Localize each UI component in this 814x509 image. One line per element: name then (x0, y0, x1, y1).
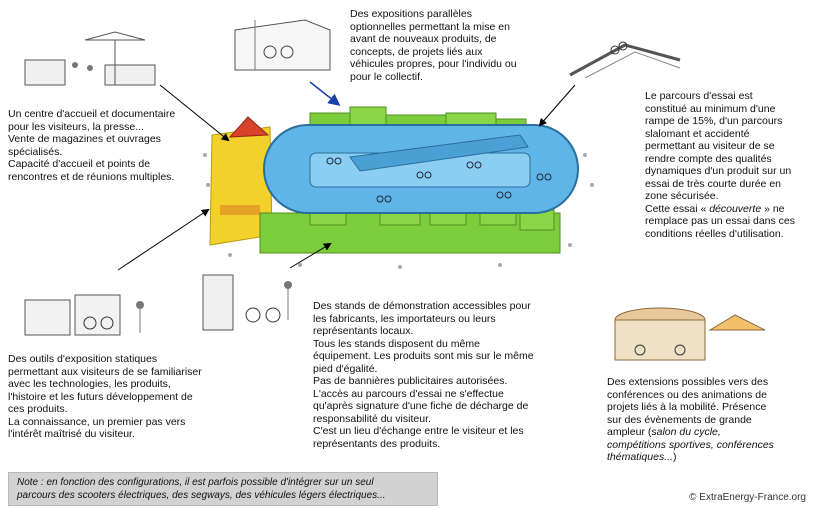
expo-sketch (234, 19, 331, 71)
arrow-tools (117, 208, 210, 271)
extensions-text-post: ) (672, 451, 677, 463)
track-text-extra-em: découverte (709, 202, 762, 215)
reception-text: Un centre d'accueil et documentaire pour… (8, 108, 176, 183)
reception-desk (220, 205, 260, 215)
arrow-stands (289, 242, 332, 269)
exhibition-plan-illustration (203, 106, 594, 269)
extensions-text-em: salon du cycle, compétitions sportives, … (607, 426, 774, 463)
conference-tent-sketch (614, 307, 766, 361)
arrow-ramp (538, 84, 576, 127)
crowd (203, 153, 594, 269)
copyright: © ExtraEnergy-France.org (689, 492, 806, 503)
extensions-text-pre: Des extensions possibles vers des confér… (607, 376, 769, 438)
reception-tent (228, 116, 270, 138)
stands-sketch (202, 274, 292, 331)
track-text: Le parcours d'essai est constitué au min… (645, 90, 810, 240)
arrow-reception (159, 84, 230, 142)
static-tools-sketch (24, 294, 144, 336)
expo-text: Des expositions parallèles optionnelles … (350, 8, 517, 83)
cyclists (326, 157, 552, 203)
static-tools-text: Des outils d'exposition statiques permet… (8, 353, 202, 440)
reception-sketch (24, 31, 156, 86)
extensions-text: Des extensions possibles vers des confér… (607, 376, 807, 464)
arrow-expo (309, 81, 341, 106)
track-text-extra-post: » ne remplace pas un essai dans ces cond… (645, 202, 795, 240)
track-text-main: Le parcours d'essai est constitué au min… (645, 90, 792, 202)
note-box: Note : en fonction des configurations, i… (8, 472, 438, 506)
ramp-sketch (569, 41, 681, 79)
track-text-extra-pre: Cette essai « (645, 202, 710, 215)
stands-text: Des stands de démonstration accessibles … (313, 300, 534, 450)
ramp (349, 134, 529, 172)
